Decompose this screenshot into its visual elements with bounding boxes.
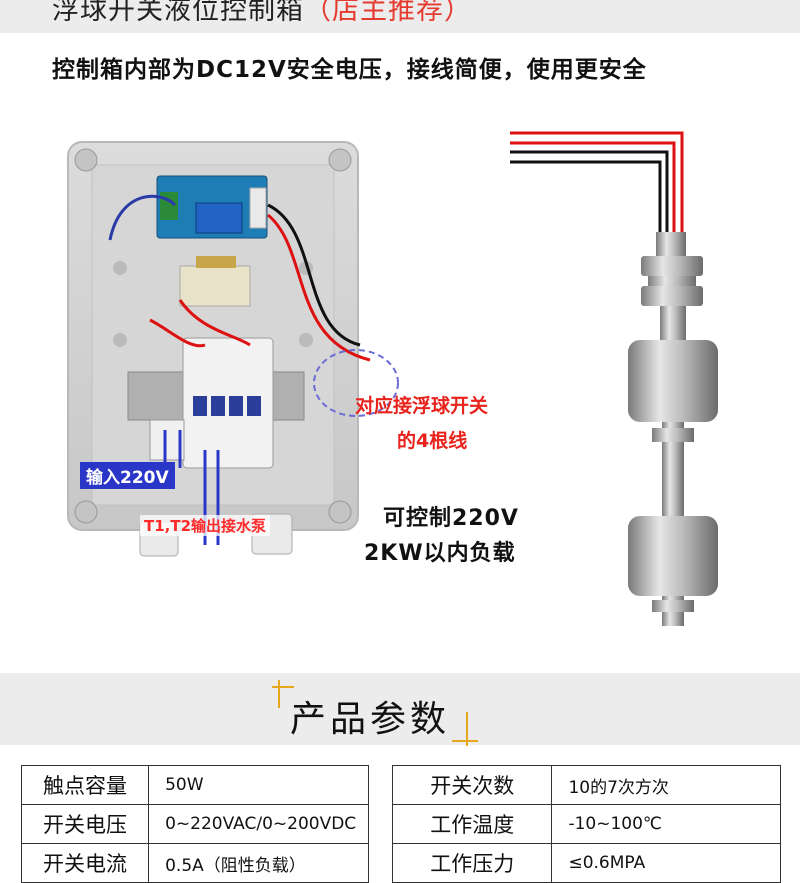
pump-output-label: T1,T2输出接水泵 [140, 515, 271, 536]
spec-value: 0.5A（阻性负载） [148, 843, 369, 883]
table-row: 工作温度 -10~100℃ [391, 804, 781, 844]
spec-label: 开关电流 [20, 843, 150, 883]
spec-value: 10的7次方次 [551, 765, 781, 805]
title-band: 浮球开关液位控制箱（店主推荐） [0, 0, 800, 33]
spec-label: 工作温度 [391, 804, 553, 844]
title-suffix: （店主推荐） [304, 0, 472, 26]
float-wires-label-1: 对应接浮球开关 [355, 395, 489, 417]
params-band [0, 673, 800, 745]
load-label-2: 2KW以内负载 [364, 541, 516, 566]
table-row: 开关电压 0~220VAC/0~200VDC [20, 804, 369, 844]
input-label: 输入220V [80, 462, 175, 489]
deco-corner-br-h [452, 740, 478, 742]
product-photo: 对应接浮球开关 的4根线 输入220V T1,T2输出接水泵 可控制220V 2… [0, 100, 800, 660]
spec-table-right: 开关次数 10的7次方次 工作温度 -10~100℃ 工作压力 ≤0.6MPA [391, 765, 781, 883]
table-row: 开关电流 0.5A（阻性负载） [20, 843, 369, 883]
deco-corner-br-v [466, 712, 468, 746]
spec-label: 开关次数 [391, 765, 553, 805]
headline: 控制箱内部为DC12V安全电压，接线简便，使用更安全 [52, 57, 647, 83]
deco-corner-tl-h [272, 686, 294, 688]
spec-value: -10~100℃ [551, 804, 781, 844]
spec-value: ≤0.6MPA [551, 843, 781, 883]
table-row: 开关次数 10的7次方次 [391, 765, 781, 805]
table-row: 触点容量 50W [20, 765, 369, 805]
table-row: 工作压力 ≤0.6MPA [391, 843, 781, 883]
spec-label: 工作压力 [391, 843, 553, 883]
load-label-1: 可控制220V [383, 506, 519, 531]
float-wires-label-2: 的4根线 [397, 430, 468, 452]
params-title: 产品参数 [290, 699, 451, 740]
product-illustration [67, 131, 718, 626]
spec-table-left: 触点容量 50W 开关电压 0~220VAC/0~200VDC 开关电流 0.5… [20, 765, 369, 883]
deco-corner-tl-v [278, 680, 280, 708]
control-box [67, 141, 399, 557]
spec-value: 50W [148, 765, 369, 805]
spec-label: 开关电压 [20, 804, 150, 844]
spec-value: 0~220VAC/0~200VDC [148, 804, 369, 844]
float-switch [510, 131, 718, 626]
page-title: 浮球开关液位控制箱（店主推荐） [52, 0, 472, 27]
spec-label: 触点容量 [20, 765, 150, 805]
